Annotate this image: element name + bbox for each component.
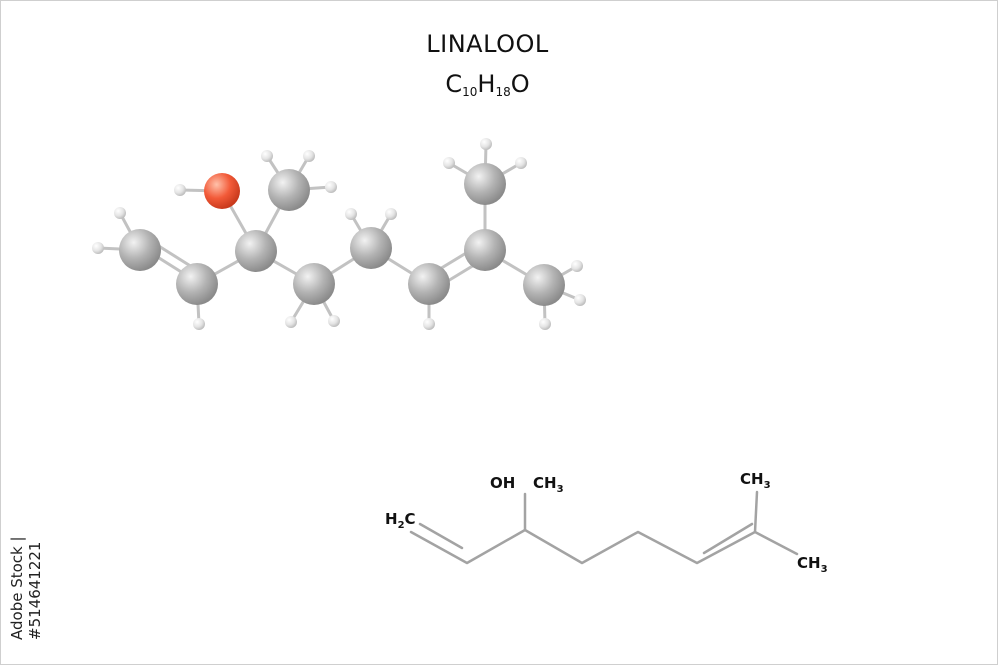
hydrogen-atom (193, 318, 205, 330)
bonds (96, 142, 582, 326)
carbon-atom (176, 263, 218, 305)
formula-c-count: 10 (462, 85, 478, 99)
hydrogen-atom (92, 242, 104, 254)
formula-c: C (445, 70, 463, 98)
carbon-atom (235, 230, 277, 272)
carbon-atom (464, 163, 506, 205)
skeletal-bonds (409, 490, 799, 565)
formula-h-count: 18 (495, 85, 511, 99)
ball-and-stick-model (92, 138, 586, 330)
hydrogen-atom (571, 260, 583, 272)
carbon-atom (119, 229, 161, 271)
carbon-atoms (119, 163, 565, 306)
carbon-atom (268, 169, 310, 211)
formula-h: H (477, 70, 496, 98)
hydrogen-atom (303, 150, 315, 162)
hydrogen-atom (515, 157, 527, 169)
carbon-atom (523, 264, 565, 306)
hydrogen-atom (325, 181, 337, 193)
hydrogen-atom (328, 315, 340, 327)
hydrogen-atom (539, 318, 551, 330)
hydrogen-atom (261, 150, 273, 162)
formula-o: O (510, 70, 530, 98)
methyl-label: CH3 (740, 470, 771, 491)
hydrogen-atom (345, 208, 357, 220)
hydroxyl-label: OH (490, 474, 515, 492)
molecule-title: LINALOOL (426, 30, 549, 58)
hydrogen-atom (423, 318, 435, 330)
h2c-label: H2C (385, 510, 416, 531)
hydrogen-atom (443, 157, 455, 169)
molecular-formula: C10H18O (0, 70, 975, 99)
hydrogen-atoms (92, 138, 586, 330)
carbon-atom (464, 229, 506, 271)
carbon-atom (408, 263, 450, 305)
hydrogen-atom (174, 184, 186, 196)
skeletal-formula: H2C OH CH3 CH3 CH3 (385, 470, 828, 575)
oxygen-atom (204, 173, 240, 209)
hydrogen-atom (574, 294, 586, 306)
carbon-atom (350, 227, 392, 269)
methyl-label: CH3 (797, 554, 828, 575)
hydrogen-atom (114, 207, 126, 219)
hydrogen-atom (285, 316, 297, 328)
hydrogen-atom (480, 138, 492, 150)
methyl-label: CH3 (533, 474, 564, 495)
hydrogen-atom (385, 208, 397, 220)
carbon-atom (293, 263, 335, 305)
